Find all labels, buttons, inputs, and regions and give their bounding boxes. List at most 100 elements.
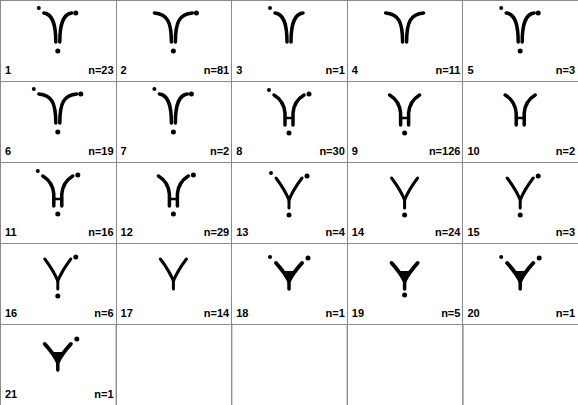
glyph-dot [287,131,292,136]
cell-number: 11 [5,227,17,238]
glyph-dot [402,293,407,298]
sample-count: n=1 [94,389,113,400]
glyph-dot [73,11,78,16]
glyph-stroke [403,281,407,289]
glyph [386,13,424,42]
table-cell: 2n=81 [116,0,233,82]
sample-count: n=24 [435,227,460,238]
glyph-dot [171,49,176,54]
glyph-dot [402,213,407,218]
cell-number: 13 [236,227,248,238]
glyph-dot [189,92,194,97]
cell-number: 21 [5,389,17,400]
glyph-stroke [44,13,56,42]
table-cell: 20 n=1 [462,243,578,325]
sample-count: n=1 [326,65,345,76]
cell-number: 8 [236,146,242,157]
cell-number: 20 [467,308,479,319]
glyph-dot [36,169,40,173]
glyph-stroke [507,178,533,200]
glyph [154,11,199,54]
glyph-dot [152,87,156,91]
glyph [267,88,312,136]
glyph-dot [78,92,83,97]
glyph-dot [518,49,523,54]
sample-count: n=29 [204,227,229,238]
glyph-dot [268,6,272,10]
glyph-stroke [288,200,291,208]
cell-number: 12 [121,227,133,238]
cell-number: 17 [121,308,133,319]
sample-count: n=23 [88,65,113,76]
table-cell: 7n=2 [116,81,233,163]
glyph [392,178,418,218]
table-cell: 14n=24 [347,162,464,244]
glyph-dot [518,213,523,218]
glyph-stroke [274,95,285,125]
glyph-dot [536,174,541,179]
glyph [32,87,84,135]
glyph [152,87,194,135]
glyph-stroke [43,176,54,206]
glyph-stroke [287,281,291,289]
glyph-stroke [522,13,534,42]
sample-count: n=16 [88,227,113,238]
glyph-stroke [160,259,186,281]
sample-count: n=3 [556,65,575,76]
glyph [45,337,80,371]
sample-count: n=6 [94,308,113,319]
glyph-dot [269,171,273,175]
cell-number: 16 [5,308,17,319]
glyph-stroke [39,94,56,123]
glyph-stroke [519,200,522,208]
glyph-dot [194,11,199,16]
glyph-stroke [386,13,403,42]
sample-count: n=2 [556,146,575,157]
glyph-stroke [390,95,401,125]
glyph-stroke [407,13,424,42]
glyph-stroke [169,198,177,201]
cell-number: 4 [352,65,358,76]
table-cell: 21 n=1 [0,324,117,405]
glyph-stroke [409,95,420,125]
glyph [269,171,310,218]
glyph-stroke [403,200,406,208]
glyph [268,6,303,42]
glyph [268,255,311,289]
glyph-stroke [158,176,169,206]
glyph [499,6,541,54]
table-cell: 15n=3 [462,162,578,244]
glyph-stroke [60,13,72,42]
table-cell: 3n=1 [231,0,348,82]
table-cell: 13 n=4 [231,162,348,244]
table-cell: 1n=23 [0,0,117,82]
glyph-stroke [175,13,192,42]
glyph-stroke [505,95,516,125]
table-cell: 12 n=29 [116,162,233,244]
glyph-dot [536,11,541,16]
glyph-stroke [56,281,59,289]
sample-count: n=1 [556,308,575,319]
glyph-dot [55,49,60,54]
glyph-dot [55,212,60,217]
glyph [392,263,418,298]
glyph-dot [32,87,36,91]
glyph-stroke [518,281,522,289]
glyph-stroke [291,13,303,42]
glyph-dot [55,130,60,135]
glyph-dot [305,174,310,179]
sample-count: n=126 [429,146,461,157]
glyph [160,259,186,289]
glyph [36,169,81,217]
glyph-stroke [524,95,535,125]
table-cell: 19n=5 [347,243,464,325]
glyph-dot [55,294,60,299]
glyph-stroke [276,178,302,200]
glyph-dot [537,256,542,261]
glyph-dot [75,173,80,178]
glyph-stroke [516,117,524,120]
glyph-stroke [62,176,73,206]
cell-number: 9 [352,146,358,157]
sample-count: n=4 [326,227,345,238]
